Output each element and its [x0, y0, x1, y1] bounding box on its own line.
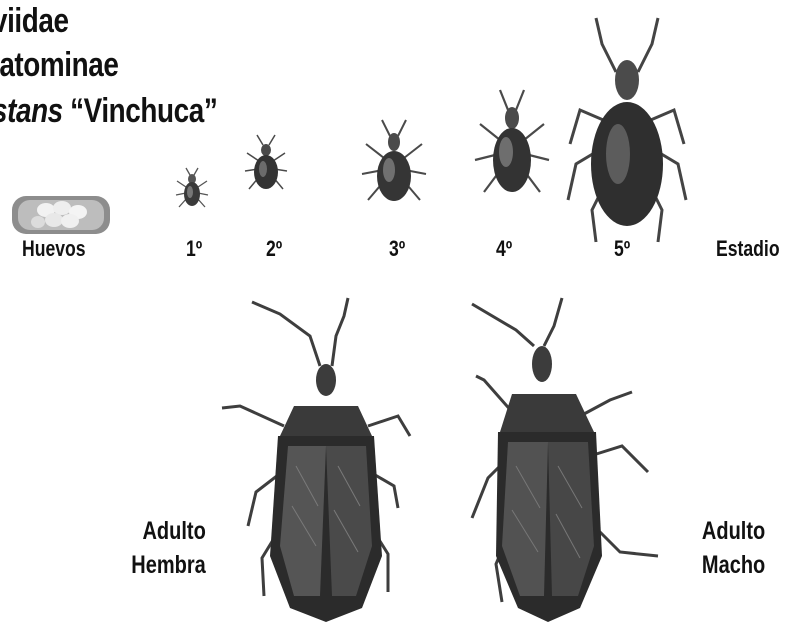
label-stage-1: 1º [186, 236, 202, 262]
label-stage-3: 3º [389, 236, 405, 262]
title-line-species: stans “Vinchuca” [0, 92, 217, 131]
adult-female-image [222, 296, 418, 624]
title-line-family: viidae [0, 2, 69, 41]
nymph-stage-2-image [243, 133, 289, 199]
label-stage-2: 2º [266, 236, 282, 262]
nymph-stage-5-image [562, 14, 692, 246]
species-name: stans [0, 92, 63, 130]
label-adult-female-line1: Adulto [131, 514, 205, 548]
nymph-stage-3-image [358, 118, 430, 213]
nymph-stage-4-image [472, 88, 552, 206]
nymph-stage-1-image [174, 165, 210, 215]
label-stage-5: 5º [614, 236, 630, 262]
label-adult-female: Adulto Hembra [131, 514, 205, 582]
label-stage-4: 4º [496, 236, 512, 262]
common-name: “Vinchuca” [63, 92, 218, 130]
title-line-subfamily: iatominae [0, 46, 118, 85]
label-adult-male: Adulto Macho [702, 514, 765, 582]
label-eggs: Huevos [22, 236, 86, 262]
label-stage-word: Estadio [716, 236, 780, 262]
label-adult-female-line2: Hembra [131, 548, 205, 582]
eggs-image [8, 190, 113, 240]
adult-male-image [462, 296, 668, 624]
label-adult-male-line2: Macho [702, 548, 765, 582]
label-adult-male-line1: Adulto [702, 514, 765, 548]
